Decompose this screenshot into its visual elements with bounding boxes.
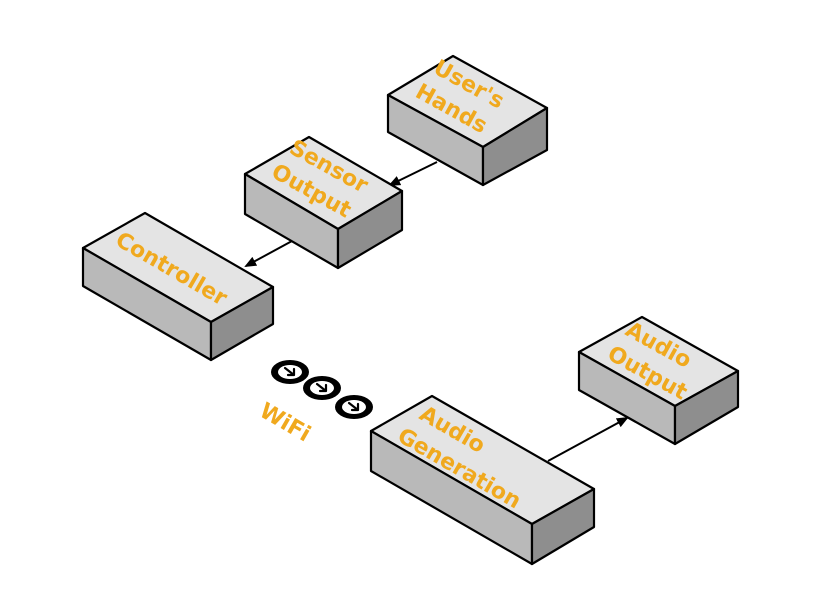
wifi-label: WiFi	[255, 399, 315, 448]
sensor-to-controller-arrow	[244, 240, 293, 267]
wifi-icon-2	[303, 376, 341, 400]
users-hands-box: User's Hands	[386, 54, 549, 187]
wifi-icon-3	[335, 395, 373, 419]
hands-to-sensor-arrow	[388, 161, 438, 186]
controller-box: Controller	[81, 211, 275, 362]
wifi-icon-1	[271, 360, 309, 384]
audio-output-box: Audio Output	[577, 315, 740, 446]
sensor-output-box: Sensor Output	[243, 135, 404, 270]
audio-generation-box: Audio Generation	[369, 394, 596, 566]
generation-to-output-arrow	[547, 417, 629, 462]
